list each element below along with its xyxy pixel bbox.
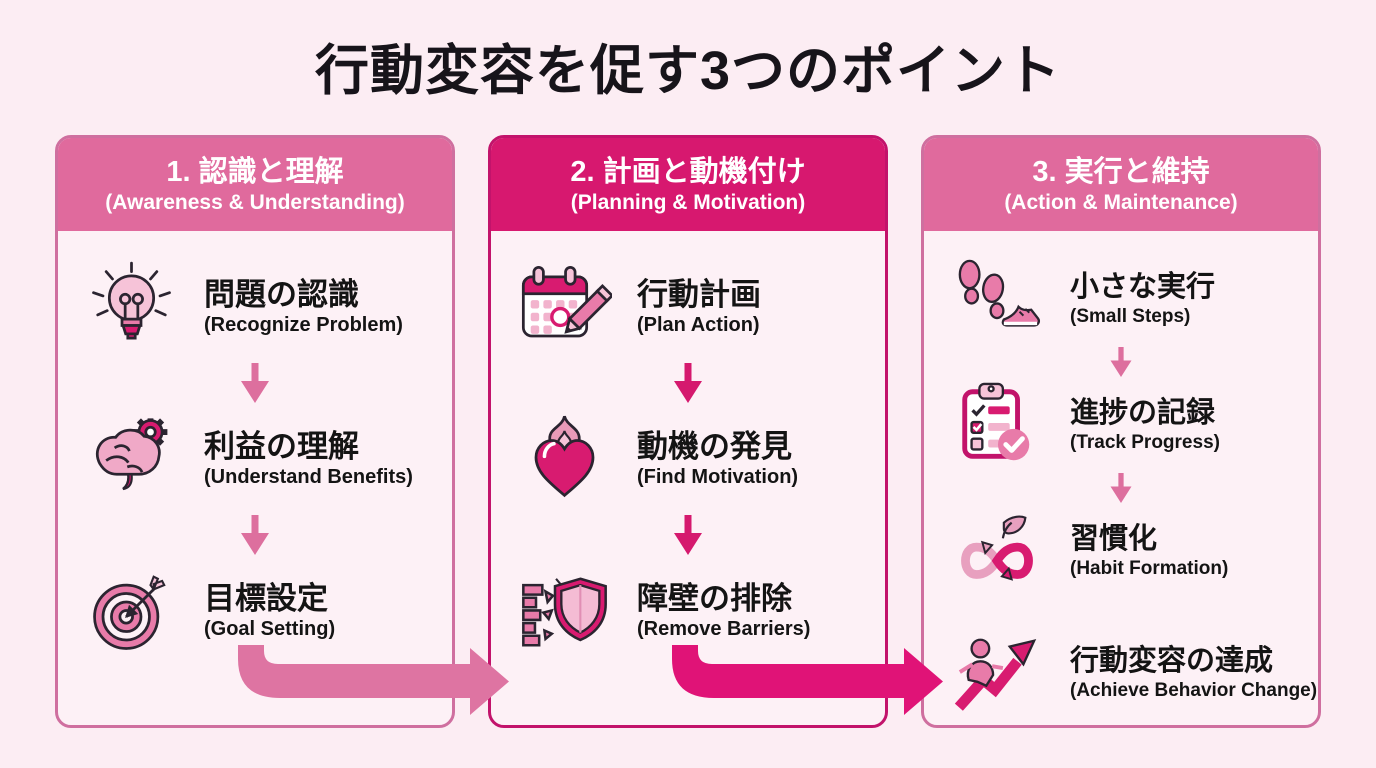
step-text: 小さな実行 (Small Steps) (1056, 270, 1215, 329)
down-arrow-icon (58, 363, 452, 403)
step-text: 問題の認識 (Recognize Problem) (190, 276, 403, 338)
column-3-title-jp: 3. 実行と維持 (1032, 155, 1210, 188)
calendar-pencil-icon (505, 260, 623, 355)
flaming-heart-icon (505, 412, 623, 507)
step-text: 行動変容の達成 (Achieve Behavior Change) (1056, 644, 1317, 703)
step-title-en: (Remove Barriers) (637, 618, 811, 641)
step-text: 習慣化 (Habit Formation) (1056, 522, 1228, 581)
column-3-header: 3. 実行と維持 (Action & Maintenance) (924, 138, 1318, 231)
column-3-body: 小さな実行 (Small Steps) (924, 231, 1318, 725)
column-1-title-jp: 1. 認識と理解 (166, 155, 344, 188)
footsteps-shoe-icon (938, 255, 1056, 343)
step-title-jp: 問題の認識 (204, 276, 359, 312)
column-1-title-en: (Awareness & Understanding) (105, 191, 405, 215)
step-title-en: (Understand Benefits) (204, 466, 413, 489)
step-title-en: (Recognize Problem) (204, 314, 403, 337)
step-title-jp: 小さな実行 (1070, 270, 1216, 303)
step-title-en: (Habit Formation) (1070, 557, 1229, 579)
step-find-motivation: 動機の発見 (Find Motivation) (491, 403, 885, 515)
down-arrow-icon (491, 515, 885, 555)
step-title-jp: 動機の発見 (637, 428, 792, 464)
column-2-body: 行動計画 (Plan Action) (491, 231, 885, 725)
target-arrow-icon (72, 564, 190, 659)
step-title-jp: 行動変容の達成 (1070, 644, 1274, 677)
lightbulb-icon (72, 260, 190, 355)
down-arrow-icon (924, 347, 1318, 377)
step-title-jp: 進捗の記録 (1070, 396, 1216, 429)
step-title-en: (Find Motivation) (637, 466, 799, 489)
person-growth-icon (938, 629, 1056, 717)
brain-gear-icon (72, 412, 190, 507)
down-arrow-icon (924, 473, 1318, 503)
column-1-body: 問題の認識 (Recognize Problem) (58, 231, 452, 725)
step-title-en: (Plan Action) (637, 314, 760, 337)
column-2-title-jp: 2. 計画と動機付け (570, 155, 806, 188)
column-3-title-en: (Action & Maintenance) (1004, 191, 1238, 215)
flow-arrow-column1-to-column2 (238, 645, 509, 715)
step-plan-action: 行動計画 (Plan Action) (491, 251, 885, 363)
infinity-leaf-icon (938, 507, 1056, 595)
clipboard-check-icon (938, 381, 1056, 469)
step-title-jp: 利益の理解 (204, 428, 359, 464)
step-title-en: (Achieve Behavior Change) (1070, 679, 1318, 701)
columns-container: 1. 認識と理解 (Awareness & Understanding) (55, 135, 1321, 728)
step-text: 行動計画 (Plan Action) (623, 276, 761, 338)
step-remove-barriers: 障壁の排除 (Remove Barriers) (491, 555, 885, 667)
column-action-maintenance: 3. 実行と維持 (Action & Maintenance) (921, 135, 1321, 728)
step-text: 動機の発見 (Find Motivation) (623, 428, 798, 490)
step-understand-benefits: 利益の理解 (Understand Benefits) (58, 403, 452, 515)
step-title-en: (Track Progress) (1070, 431, 1220, 453)
page-title: 行動変容を促す3つのポイント (314, 41, 1062, 101)
step-goal-setting: 目標設定 (Goal Setting) (58, 555, 452, 667)
step-title-jp: 習慣化 (1070, 522, 1158, 555)
step-text: 障壁の排除 (Remove Barriers) (623, 580, 810, 642)
flow-arrow-column2-to-column3 (672, 645, 943, 715)
column-1-header: 1. 認識と理解 (Awareness & Understanding) (58, 138, 452, 231)
step-title-en: (Small Steps) (1070, 305, 1191, 327)
step-title-jp: 障壁の排除 (637, 580, 792, 616)
step-track-progress: 進捗の記録 (Track Progress) (924, 377, 1318, 473)
step-habit-formation: 習慣化 (Habit Formation) (924, 503, 1318, 599)
column-planning-motivation: 2. 計画と動機付け (Planning & Motivation) (488, 135, 888, 728)
down-arrow-icon (58, 515, 452, 555)
step-title-en: (Goal Setting) (204, 618, 336, 641)
step-small-steps: 小さな実行 (Small Steps) (924, 251, 1318, 347)
column-2-header: 2. 計画と動機付け (Planning & Motivation) (491, 138, 885, 231)
column-awareness-understanding: 1. 認識と理解 (Awareness & Understanding) (55, 135, 455, 728)
step-text: 進捗の記録 (Track Progress) (1056, 396, 1220, 455)
step-text: 目標設定 (Goal Setting) (190, 580, 335, 642)
step-achieve-behavior-change: 行動変容の達成 (Achieve Behavior Change) (924, 625, 1318, 721)
down-arrow-icon (491, 363, 885, 403)
step-recognize-problem: 問題の認識 (Recognize Problem) (58, 251, 452, 363)
wall-shield-icon (505, 564, 623, 659)
step-title-jp: 目標設定 (204, 580, 328, 616)
column-2-title-en: (Planning & Motivation) (570, 191, 806, 215)
step-text: 利益の理解 (Understand Benefits) (190, 428, 413, 490)
step-title-jp: 行動計画 (637, 276, 761, 312)
